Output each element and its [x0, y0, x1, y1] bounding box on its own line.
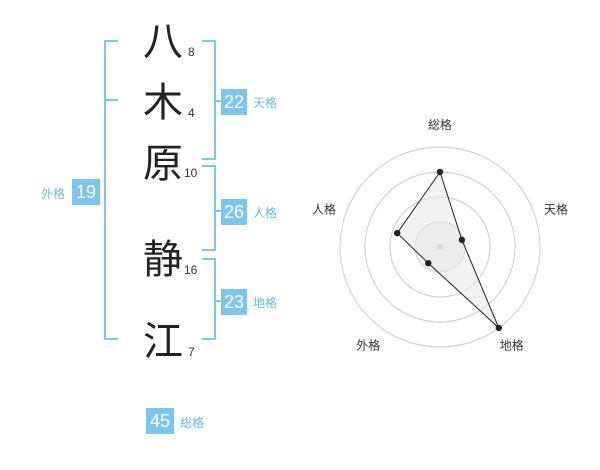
gaikaku-bracket	[104, 40, 118, 340]
stroke-count-1: 8	[188, 45, 195, 59]
jinkaku-connector	[214, 210, 222, 212]
radar-area	[396, 170, 500, 329]
tenkaku-value: 22	[221, 89, 247, 115]
soukaku-value: 45	[146, 408, 174, 434]
stroke-count-2: 4	[188, 106, 195, 120]
radar-point-1	[436, 168, 444, 176]
jinkaku-bracket	[202, 165, 216, 251]
stroke-count-3: 10	[184, 166, 198, 180]
radar-point-4	[425, 259, 432, 267]
radar-axis-label-5: 人格	[312, 201, 336, 216]
gaikaku-label: 外格	[41, 187, 66, 201]
gaikaku-value: 19	[72, 179, 100, 205]
radar-ring	[339, 146, 541, 348]
radar-point-2	[458, 236, 466, 244]
soukaku-label: 総格	[180, 416, 205, 430]
radar-axis-label-1: 総格	[428, 117, 452, 132]
chikaku-bracket	[202, 258, 216, 340]
jinkaku-value: 26	[221, 199, 247, 225]
tenkaku-label: 天格	[253, 96, 278, 110]
name-char-5: 江	[143, 319, 183, 365]
stroke-count-4: 16	[184, 263, 198, 277]
radar-axis-label-3: 地格	[500, 338, 524, 353]
tenkaku-connector	[214, 100, 222, 102]
radar-point-3	[495, 324, 502, 332]
chikaku-value: 23	[221, 289, 247, 315]
name-char-2: 木	[143, 80, 183, 126]
radar-axis-label-2: 天格	[544, 201, 568, 216]
radar-axis-label-4: 外格	[356, 338, 380, 353]
chikaku-label: 地格	[253, 296, 278, 310]
jinkaku-label: 人格	[253, 206, 278, 220]
stroke-count-5: 7	[188, 345, 195, 359]
name-char-3: 原	[143, 141, 183, 187]
gaikaku-bracket-tick	[104, 99, 118, 101]
chikaku-connector	[214, 300, 222, 302]
name-char-1: 八	[143, 19, 183, 65]
radar-point-5	[394, 229, 401, 237]
name-char-4: 静	[143, 237, 183, 283]
radar-points	[394, 168, 502, 332]
